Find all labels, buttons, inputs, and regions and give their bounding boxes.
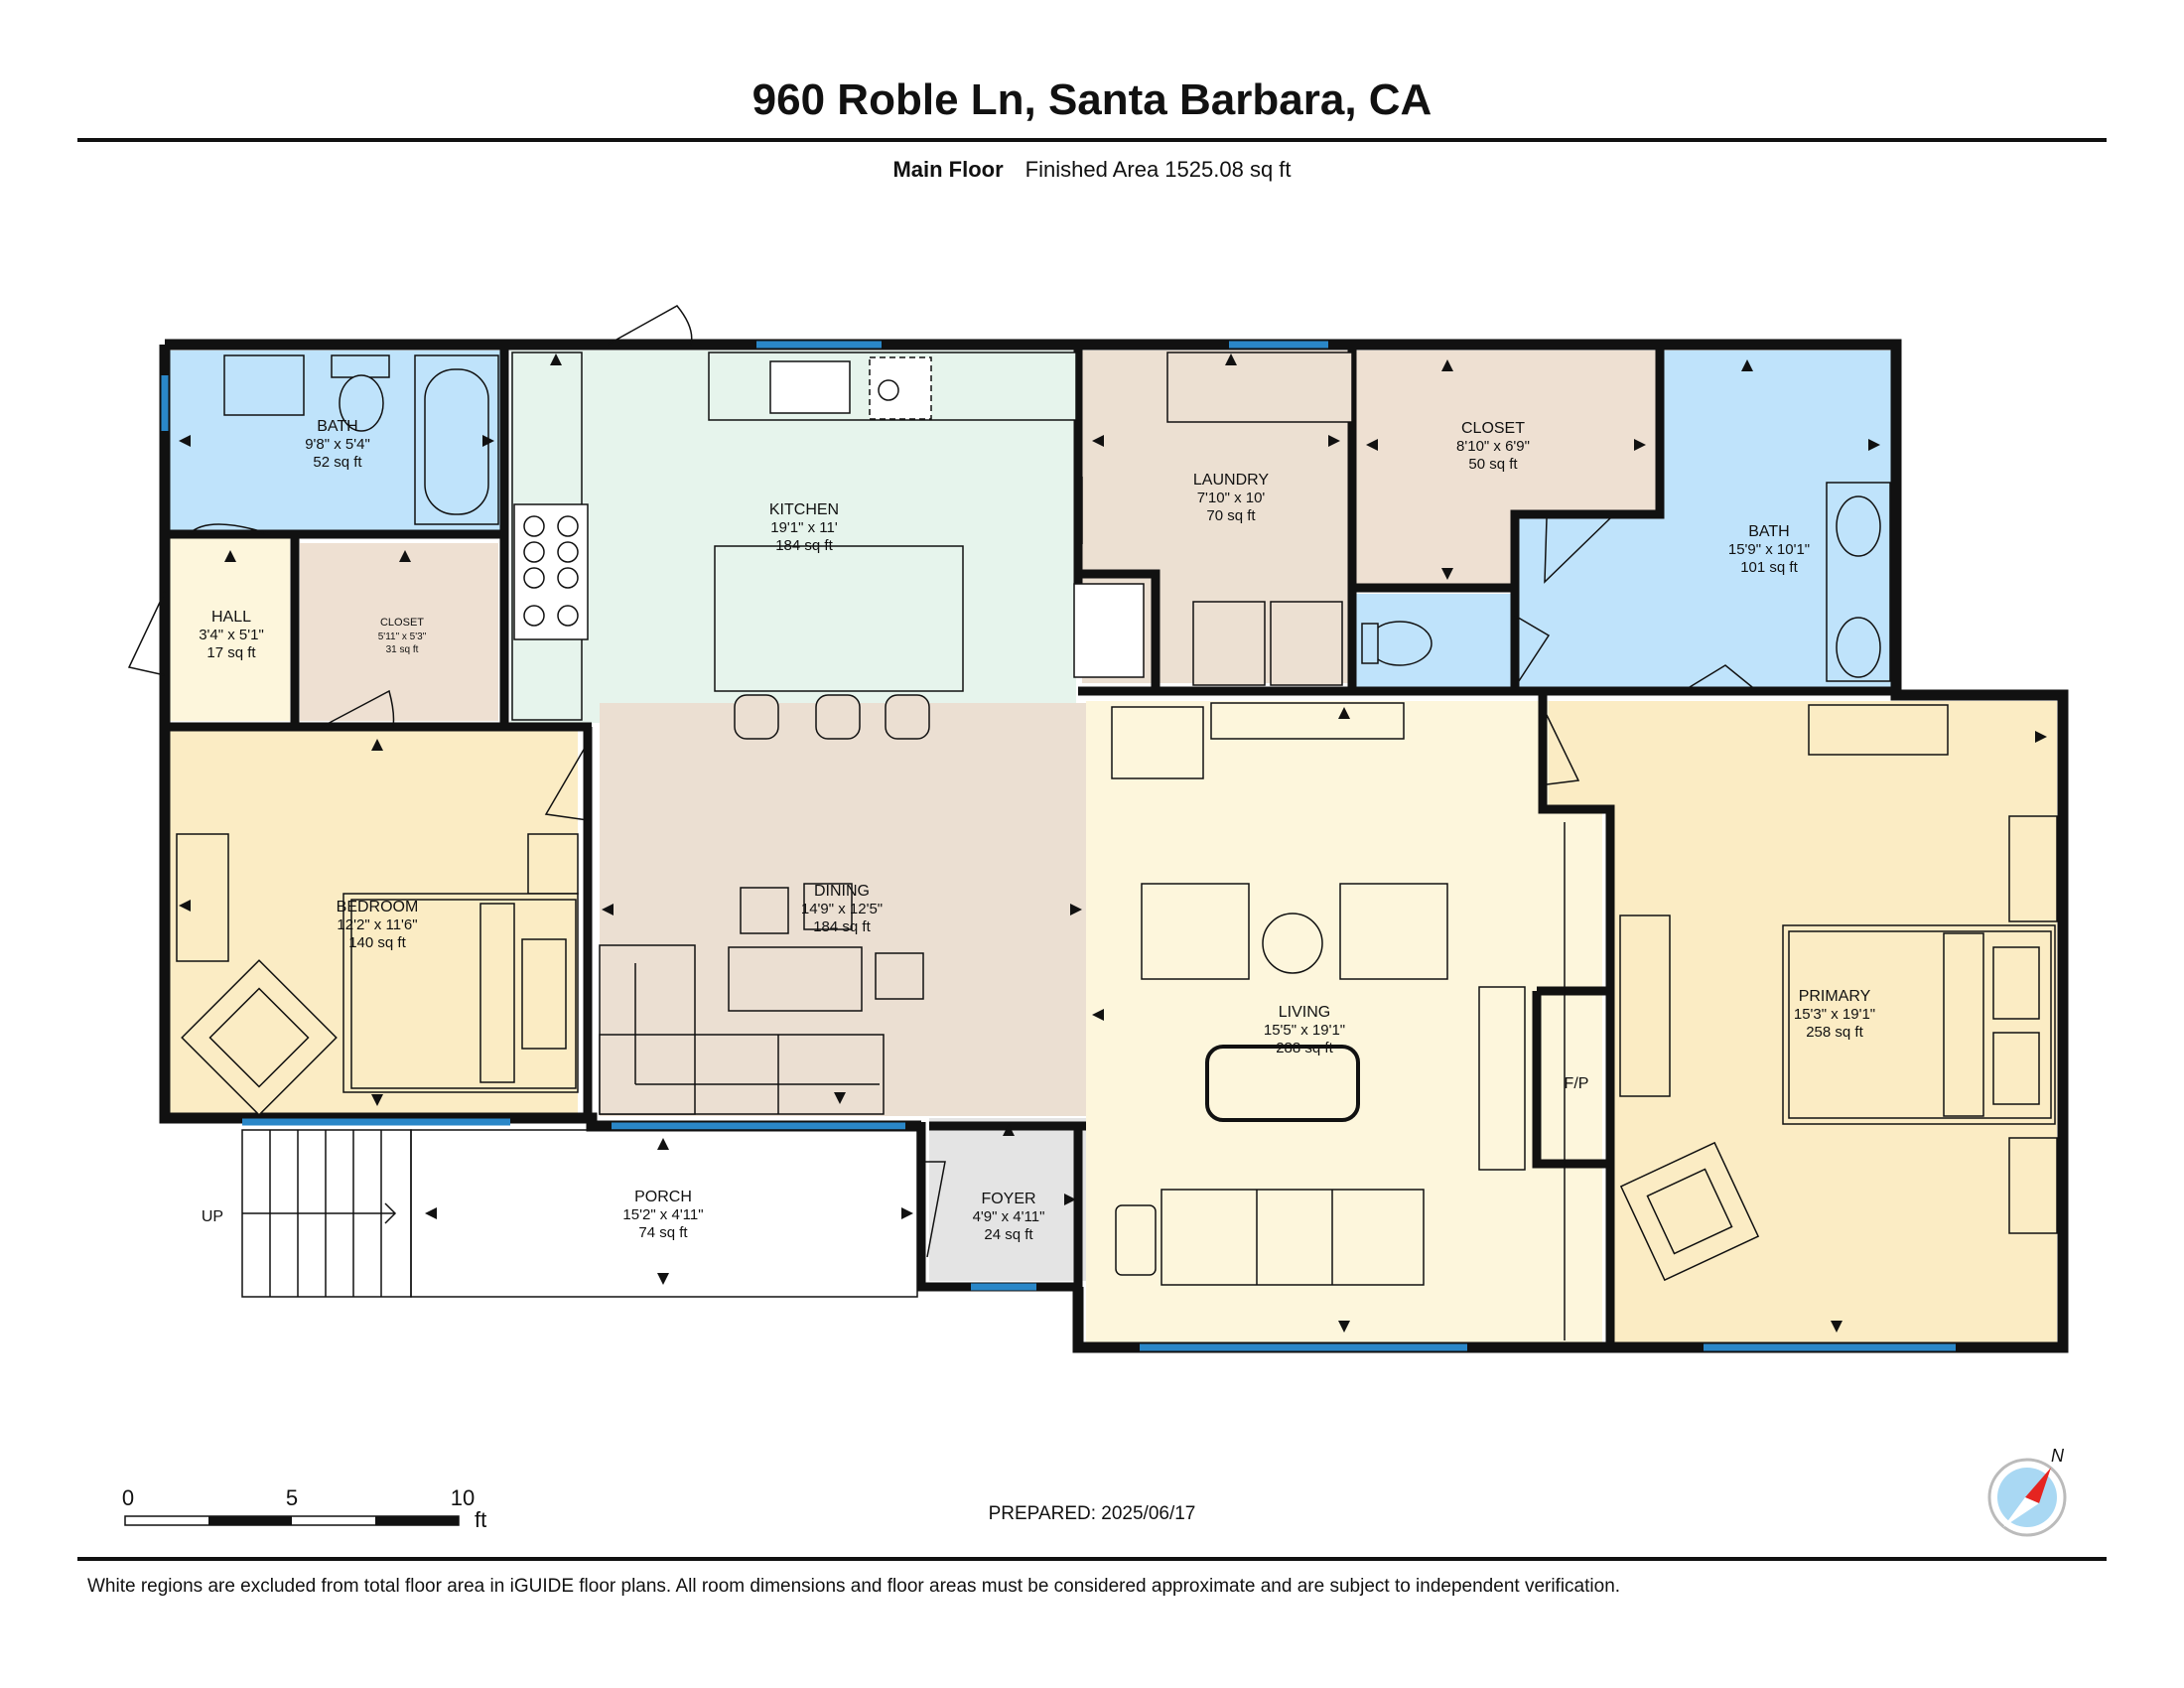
closet1-dims: 5'11" x 5'3" [378, 632, 427, 642]
interior-walls [165, 345, 1896, 1347]
foyer-area: 24 sq ft [984, 1226, 1033, 1243]
bath2-dims: 15'9" x 10'1" [1728, 541, 1810, 558]
porch-area: 74 sq ft [638, 1224, 688, 1241]
floor-name: Main Floor [892, 157, 1004, 182]
footer-rule [77, 1557, 2107, 1561]
scale-unit: ft [475, 1507, 486, 1532]
primary-furniture [1619, 704, 2058, 1282]
primary-dims: 15'3" x 19'1" [1794, 1006, 1875, 1023]
hall-area: 17 sq ft [206, 644, 256, 661]
bath1-fixtures [223, 354, 499, 525]
bedroom-name: BEDROOM [337, 899, 419, 915]
kitchen-area: 184 sq ft [775, 537, 833, 554]
bath2-name: BATH [1748, 523, 1789, 540]
dining-dims: 14'9" x 12'5" [801, 901, 883, 917]
floor-header: Main Floor Finished Area 1525.08 sq ft [0, 157, 2184, 183]
living-dims: 15'5" x 19'1" [1264, 1022, 1345, 1039]
primary-name: PRIMARY [1799, 988, 1871, 1005]
laundry-dims: 7'10" x 10' [1197, 490, 1266, 506]
scale-tick-0: 0 [122, 1485, 134, 1510]
foyer-fill [929, 1118, 1086, 1281]
dining-area: 184 sq ft [813, 918, 871, 935]
bedroom-furniture [176, 833, 579, 1116]
fireplace-label: F/P [1565, 1075, 1589, 1092]
closet2-area: 50 sq ft [1468, 456, 1518, 473]
kitchen-fixtures [511, 352, 1077, 740]
prepared-date: PREPARED: 2025/06/17 [988, 1503, 1196, 1524]
windows [161, 341, 1956, 1351]
bath2-fill [1519, 351, 1894, 687]
living-name: LIVING [1279, 1004, 1330, 1021]
laundry-area: 70 sq ft [1206, 507, 1256, 524]
closet1-fill [300, 543, 498, 721]
bedroom-dims: 12'2" x 11'6" [337, 916, 417, 933]
closet2-name: CLOSET [1461, 420, 1525, 437]
closet1-name: CLOSET [380, 617, 424, 629]
compass-icon: N [1987, 1446, 2067, 1537]
dimension-arrows [179, 353, 2047, 1333]
stairs-up-label: UP [202, 1208, 223, 1225]
living-area: 288 sq ft [1276, 1040, 1333, 1056]
title-rule [77, 138, 2107, 142]
scale-tick-5: 5 [286, 1485, 298, 1510]
porch-dims: 15'2" x 4'11" [622, 1206, 703, 1223]
primary-area: 258 sq ft [1806, 1024, 1863, 1041]
doors [127, 305, 1758, 1258]
dining-furniture [599, 883, 924, 1115]
finished-area: Finished Area 1525.08 sq ft [1024, 157, 1292, 182]
foyer-dims: 4'9" x 4'11" [973, 1208, 1045, 1225]
laundry-name: LAUNDRY [1193, 472, 1270, 489]
foyer-name: FOYER [981, 1191, 1035, 1207]
compass-north-label: N [2051, 1446, 2065, 1466]
room-labels: BATH 9'8" x 5'4" 52 sq ft HALL 3'4" x 5'… [199, 418, 1875, 1243]
living-furniture [1111, 702, 1566, 1340]
closet1-area: 31 sq ft [386, 644, 419, 655]
bath2-fixtures [1361, 482, 1891, 682]
bath1-area: 52 sq ft [313, 454, 362, 471]
scale-bar: 0 5 10 ft [122, 1485, 486, 1532]
porch-name: PORCH [634, 1189, 692, 1205]
hall-fill [169, 537, 290, 721]
bath1-dims: 9'8" x 5'4" [305, 436, 370, 453]
bath2-area: 101 sq ft [1740, 559, 1798, 576]
stairs [241, 1129, 412, 1298]
hall-dims: 3'4" x 5'1" [199, 627, 264, 643]
scale-tick-10: 10 [451, 1485, 475, 1510]
dining-name: DINING [814, 883, 870, 900]
bedroom-area: 140 sq ft [348, 934, 406, 951]
kitchen-dims: 19'1" x 11' [770, 519, 838, 536]
porch-outline [410, 1129, 918, 1298]
disclaimer: White regions are excluded from total fl… [87, 1576, 1621, 1597]
hall-name: HALL [211, 609, 251, 626]
closet2-dims: 8'10" x 6'9" [1456, 438, 1530, 455]
bath1-name: BATH [317, 418, 357, 435]
plan-title: 960 Roble Ln, Santa Barbara, CA [751, 75, 1433, 124]
kitchen-name: KITCHEN [769, 501, 839, 518]
laundry-fixtures [1073, 352, 1353, 686]
